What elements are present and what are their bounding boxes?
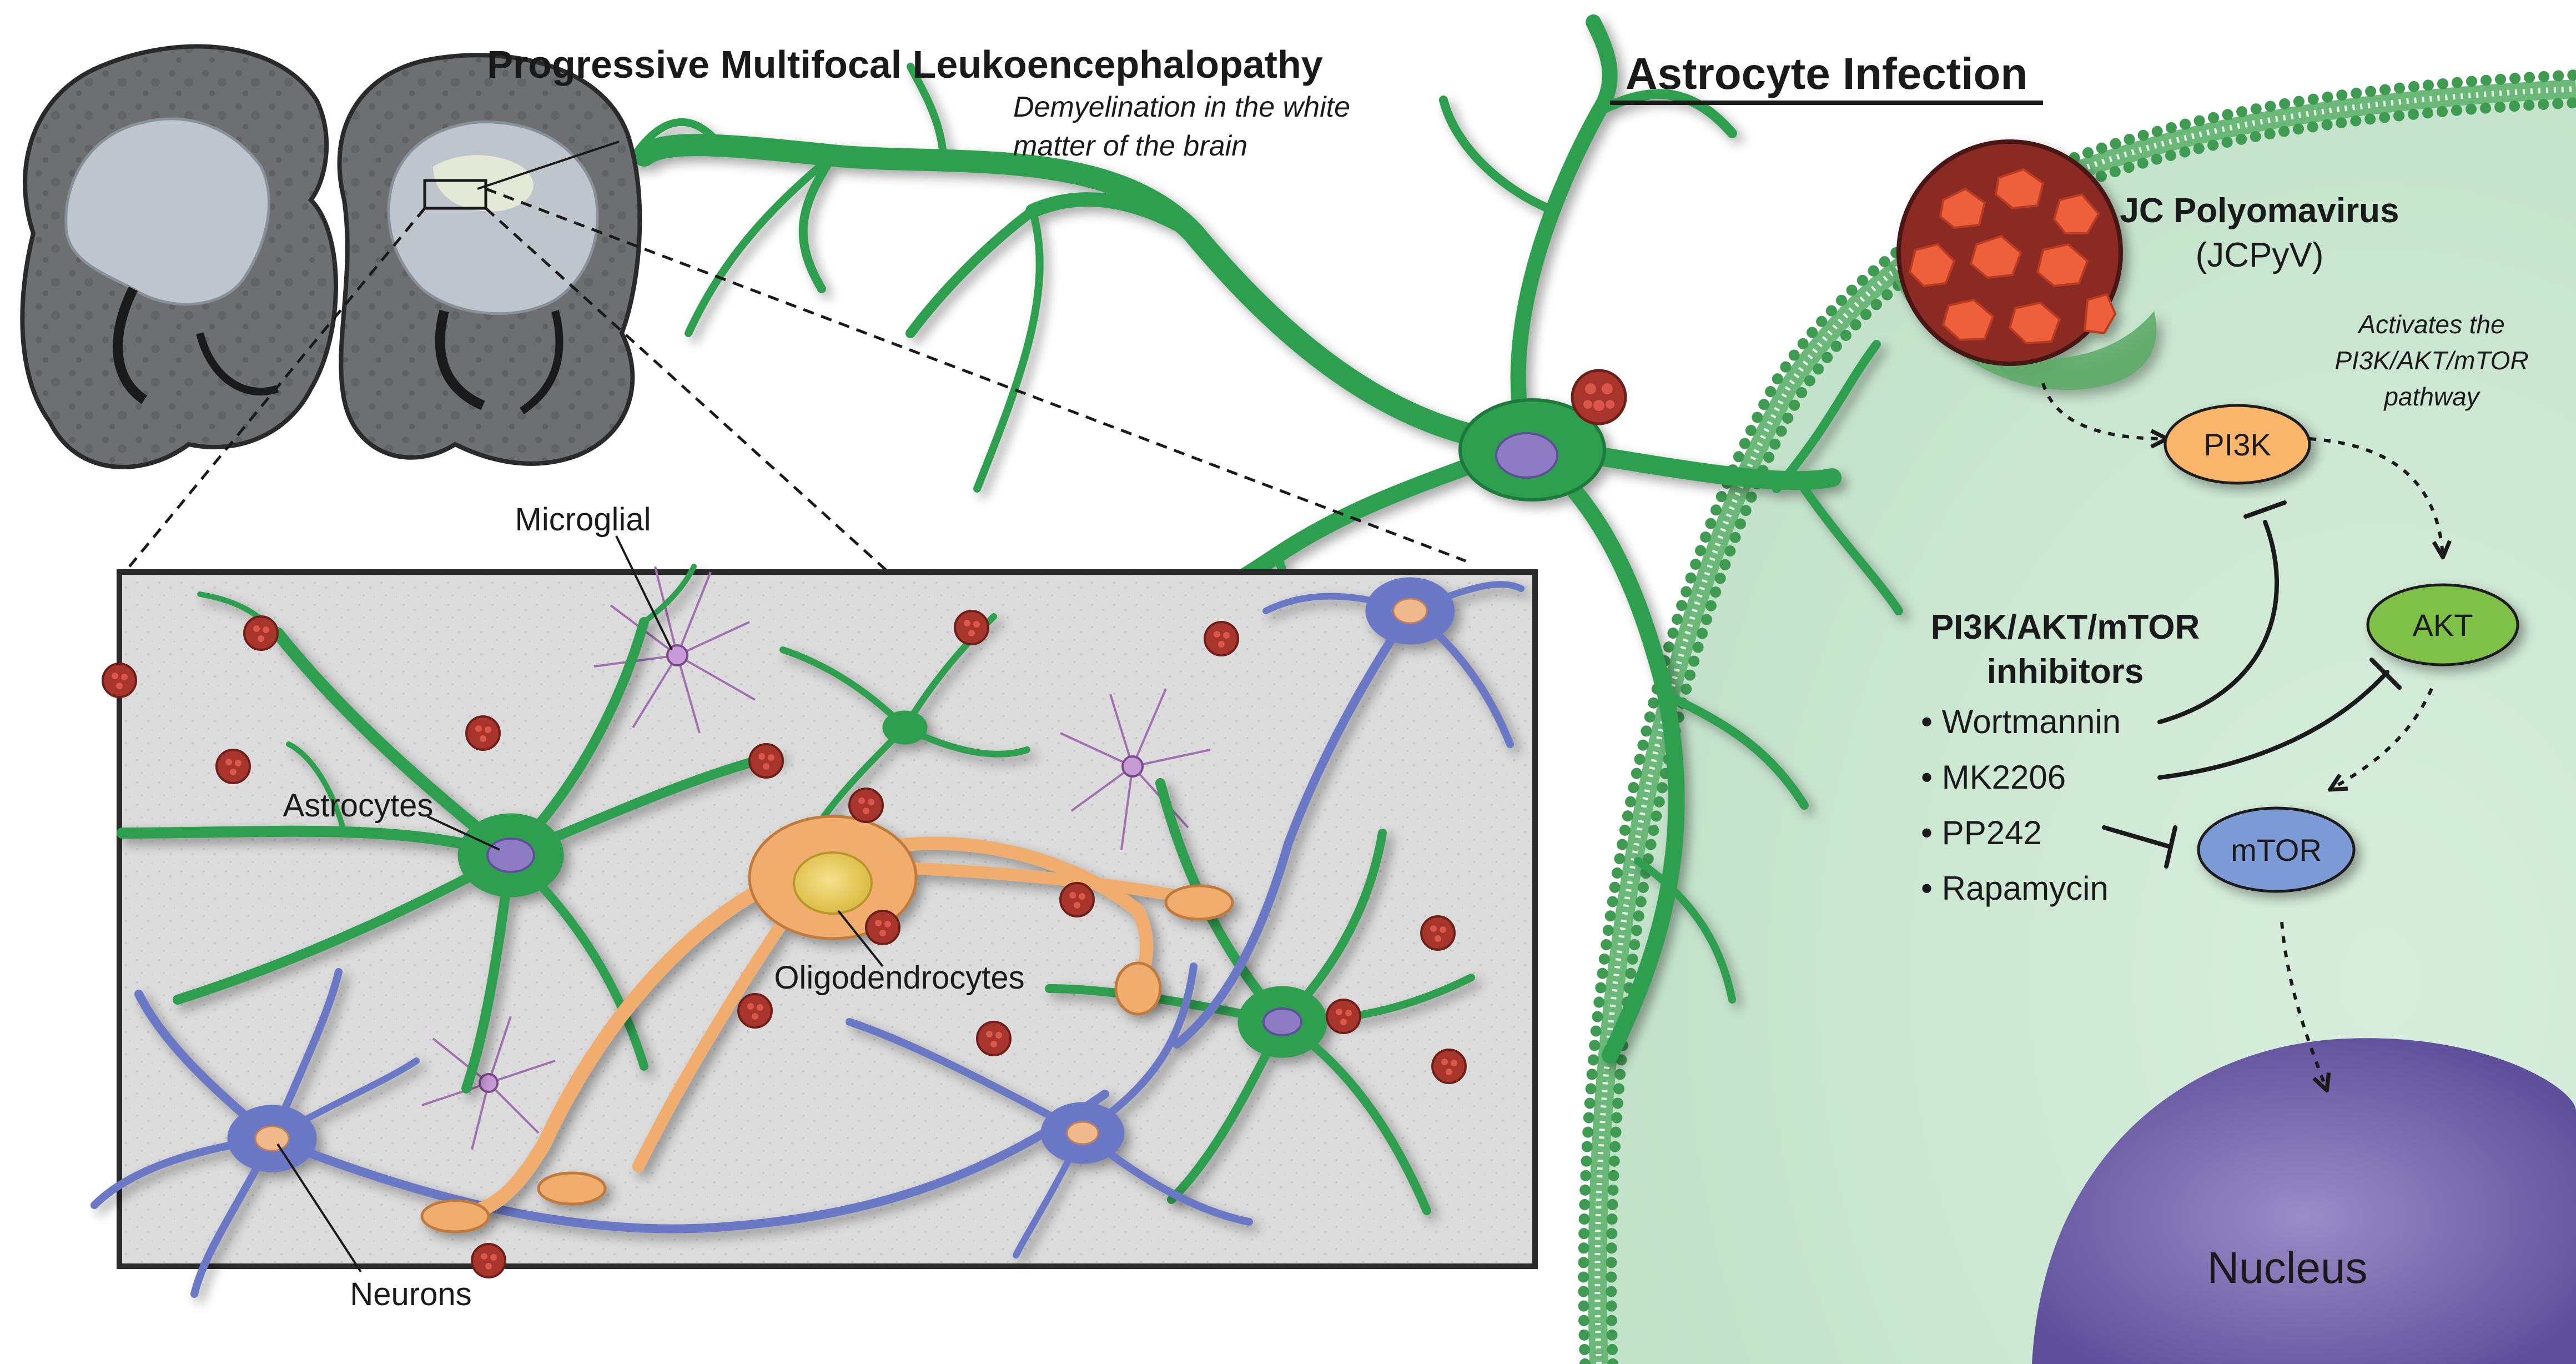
activates-line3: pathway (2383, 382, 2481, 411)
inhibitor-item: • MK2206 (1921, 759, 2066, 796)
virus-name: JC Polyomavirus (2120, 192, 2399, 230)
pathway-node-mtor: mTOR (2198, 808, 2354, 891)
large-astrocyte-nucleus (1496, 433, 1557, 478)
nucleus-label: Nucleus (2207, 1243, 2367, 1292)
inhibitor-item: • Rapamycin (1921, 870, 2109, 907)
label-neurons: Neurons (350, 1276, 471, 1312)
activates-line1: Activates the (2357, 310, 2504, 339)
virus-particle-surface (1572, 370, 1626, 424)
label-oligodendrocytes: Oligodendrocytes (774, 960, 1024, 996)
brain-subtitle-line1: Demyelination in the white (1013, 91, 1350, 123)
activates-line2: PI3K/AKT/mTOR (2334, 346, 2528, 375)
brain-subtitle-line2: matter of the brain (1013, 130, 1247, 162)
inhibitor-item: • PP242 (1921, 814, 2042, 851)
label-astrocytes: Astrocytes (283, 788, 434, 824)
inhibitors-title-line1: PI3K/AKT/mTOR (1931, 608, 2200, 646)
inhibitor-item: • Wortmannin (1921, 703, 2121, 740)
mtor-label: mTOR (2231, 833, 2322, 867)
infection-title: Astrocyte Infection (1626, 49, 2028, 98)
tissue-inset: Microglial Astrocytes Oligodendrocytes N… (94, 502, 1535, 1312)
pathway-node-pi3k: PI3K (2165, 405, 2310, 483)
inhibitors-title-line2: inhibitors (1987, 653, 2144, 691)
pathway-node-akt: AKT (2368, 585, 2518, 665)
virus-abbrev: (JCPyV) (2196, 236, 2324, 274)
brain-title: Progressive Multifocal Leukoencephalopat… (487, 43, 1322, 86)
akt-label: AKT (2413, 608, 2473, 643)
pi3k-label: PI3K (2203, 427, 2271, 462)
brain-section-left (22, 47, 336, 467)
label-microglial: Microglial (515, 502, 651, 538)
brain-section-right (339, 55, 640, 464)
